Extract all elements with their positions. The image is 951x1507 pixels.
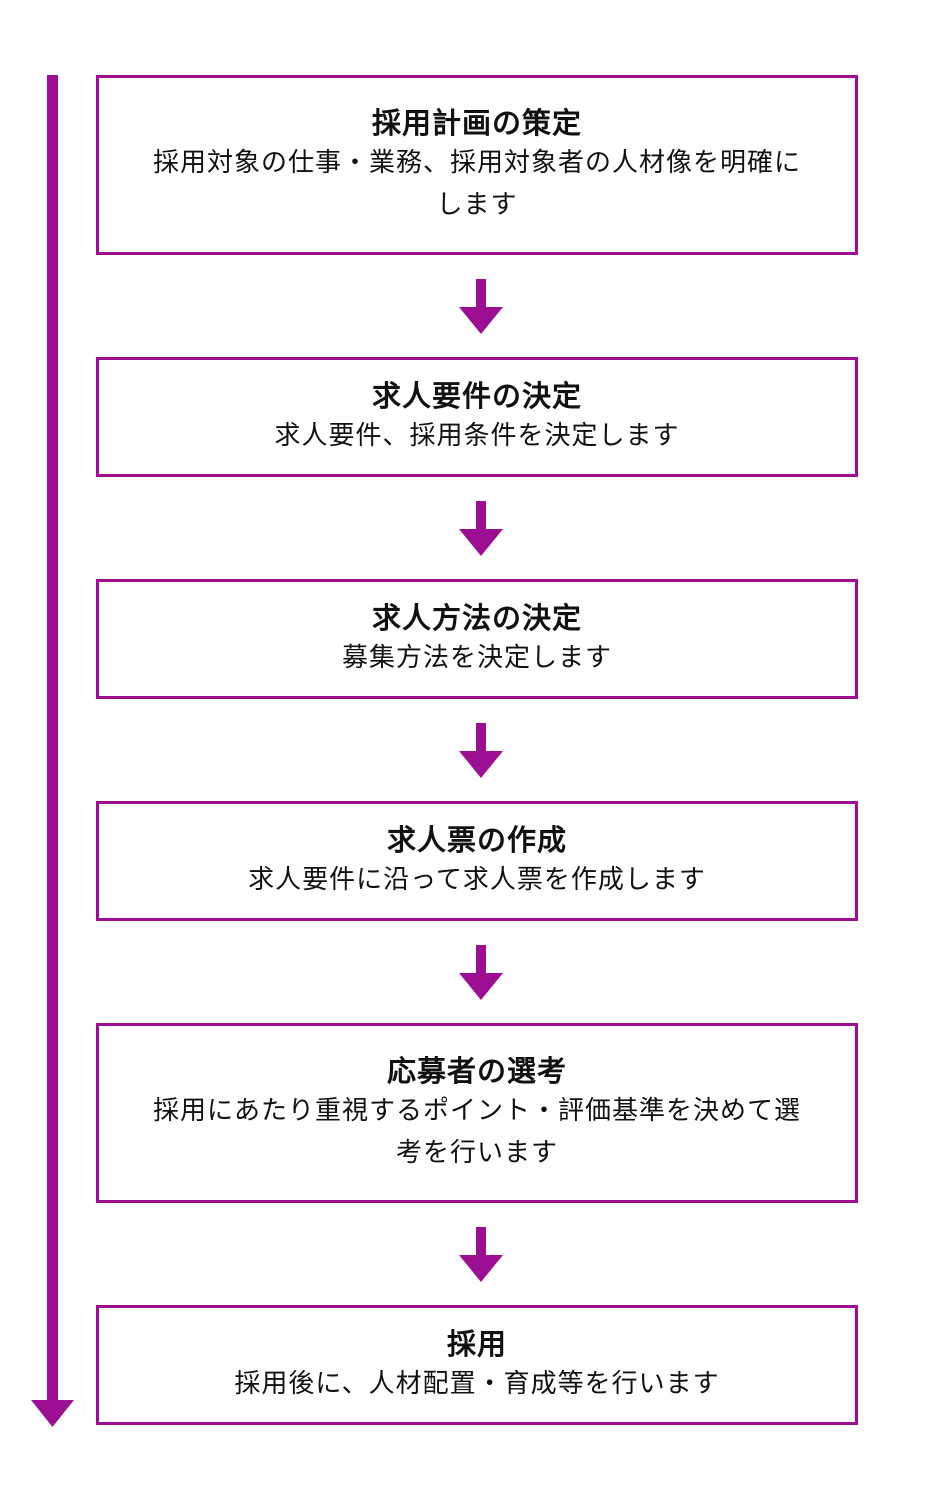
step-title: 採用 bbox=[446, 1327, 507, 1361]
down-arrow-icon bbox=[459, 279, 503, 334]
step-box-job-posting: 求人票の作成 求人要件に沿って求人票を作成します bbox=[96, 801, 858, 921]
step-box-hiring: 採用 採用後に、人材配置・育成等を行います bbox=[96, 1305, 858, 1425]
step-title: 求人要件の決定 bbox=[371, 379, 582, 413]
down-arrow-icon bbox=[459, 501, 503, 556]
step-box-job-requirements: 求人要件の決定 求人要件、採用条件を決定します bbox=[96, 357, 858, 477]
step-title: 求人方法の決定 bbox=[371, 601, 582, 635]
step-box-hiring-plan: 採用計画の策定 採用対象の仕事・業務、採用対象者の人材像を明確にします bbox=[96, 75, 858, 255]
step-description: 求人要件、採用条件を決定します bbox=[274, 421, 680, 451]
step-title: 求人票の作成 bbox=[386, 823, 567, 857]
step-description: 採用にあたり重視するポイント・評価基準を決めて選考を行います bbox=[152, 1096, 801, 1168]
down-arrow-icon bbox=[459, 723, 503, 778]
timeline-arrow-shaft bbox=[47, 75, 58, 1402]
down-arrow-icon bbox=[459, 1227, 503, 1282]
step-description: 求人要件に沿って求人票を作成します bbox=[248, 865, 706, 895]
step-title: 採用計画の策定 bbox=[371, 106, 582, 140]
step-description: 採用後に、人材配置・育成等を行います bbox=[234, 1369, 720, 1399]
timeline-arrow-head bbox=[31, 1400, 74, 1427]
step-title: 応募者の選考 bbox=[386, 1054, 567, 1088]
step-box-recruiting-method: 求人方法の決定 募集方法を決定します bbox=[96, 579, 858, 699]
down-arrow-icon bbox=[459, 945, 503, 1000]
step-description: 募集方法を決定します bbox=[341, 643, 612, 673]
step-description: 採用対象の仕事・業務、採用対象者の人材像を明確にします bbox=[152, 148, 801, 220]
step-box-applicant-screening: 応募者の選考 採用にあたり重視するポイント・評価基準を決めて選考を行います bbox=[96, 1023, 858, 1203]
